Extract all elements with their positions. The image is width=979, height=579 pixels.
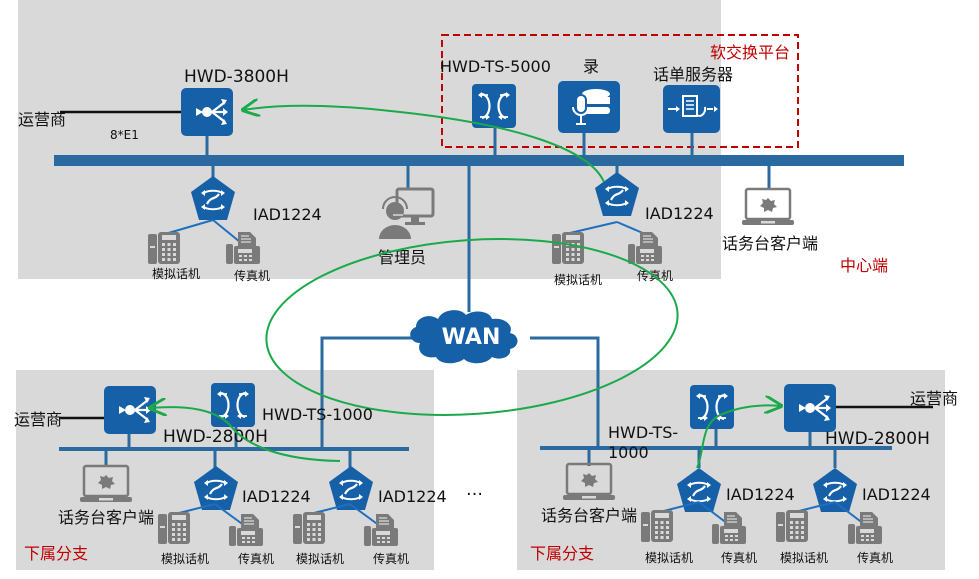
admin-label: 管理员 xyxy=(378,248,426,267)
analog-phone-icon[interactable] xyxy=(552,232,584,264)
wan-label: WAN xyxy=(442,325,501,350)
branch-right-zone-label: 下属分支 xyxy=(530,544,594,563)
softswitch-platform-box xyxy=(441,34,799,148)
voice-gateway-icon[interactable] xyxy=(179,86,235,138)
recording-server-icon[interactable] xyxy=(558,81,620,133)
branch-right-console-label: 话务台客户端 xyxy=(541,506,637,525)
analog-phone-icon[interactable] xyxy=(148,232,180,264)
softswitch-icon[interactable] xyxy=(209,381,257,429)
center-bus-links xyxy=(205,120,771,312)
branch-left-lan-bus xyxy=(59,447,409,451)
branch-left-iad-1-model: IAD1224 xyxy=(242,487,311,506)
branch-right-call-flow-arrow xyxy=(696,405,781,469)
center-iad-1-phone-label: 模拟话机 xyxy=(152,267,200,281)
branch-left-iad-2-model: IAD1224 xyxy=(378,487,447,506)
center-iad-2-fax-label: 传真机 xyxy=(637,268,673,283)
branch-right-iad-2-phone-label: 模拟话机 xyxy=(780,551,828,565)
more-branches-ellipsis: … xyxy=(466,480,483,500)
center-carrier-label: 运营商 xyxy=(18,110,66,129)
branch-left-iad-2-phone-label: 模拟话机 xyxy=(296,552,344,566)
laptop-icon[interactable] xyxy=(740,187,796,227)
branch-right-lan-bus xyxy=(540,446,892,450)
branch-left-iad-1-fax-label: 传真机 xyxy=(238,551,274,566)
branch-right-iad-1-model: IAD1224 xyxy=(726,485,795,504)
analog-phone-icon[interactable] xyxy=(158,512,190,544)
branch-right-carrier-label: 运营商 xyxy=(910,389,958,408)
analog-phone-icon[interactable] xyxy=(776,510,808,542)
softswitch-icon[interactable] xyxy=(470,82,518,130)
branch-left-softswitch-model: HWD-TS-1000 xyxy=(262,405,373,424)
branch-left-carrier-label: 运营商 xyxy=(14,410,62,429)
center-softswitch-model: HWD-TS-5000 xyxy=(440,57,551,76)
cdr-server-label: 话单服务器 xyxy=(653,65,733,84)
branch-right-gateway-model: HWD-2800H xyxy=(825,429,930,449)
center-lan-bus xyxy=(54,155,904,166)
wan-links xyxy=(320,336,600,447)
softswitch-platform-label: 软交换平台 xyxy=(710,43,790,62)
center-zone xyxy=(18,0,721,279)
center-gateway-model: HWD-3800H xyxy=(184,67,289,87)
branch-right-softswitch-model-line1: HWD-TS- xyxy=(608,423,678,442)
branch-right-iad-2-model: IAD1224 xyxy=(862,485,931,504)
branch-left-iad-2-fax-label: 传真机 xyxy=(373,551,409,566)
center-call-flow-arrow xyxy=(243,106,605,183)
branch-left-iad-1-phone-label: 模拟话机 xyxy=(161,552,209,566)
branch-right-iad-1-fax-label: 传真机 xyxy=(721,550,757,565)
center-console-label: 话务台客户端 xyxy=(722,234,818,253)
branch-right-iad-2-fax-label: 传真机 xyxy=(857,550,893,565)
recorder-label: 录 xyxy=(583,57,599,76)
center-iad-1-fax-label: 传真机 xyxy=(234,268,270,283)
cloud-icon[interactable] xyxy=(410,310,518,364)
analog-phone-icon[interactable] xyxy=(641,510,673,542)
center-iad-2-phone-label: 模拟话机 xyxy=(554,273,602,287)
center-zone-label: 中心端 xyxy=(840,256,888,275)
branch-left-zone-label: 下属分支 xyxy=(24,544,88,563)
inter-site-call-path xyxy=(265,238,679,416)
admin-operator-icon[interactable] xyxy=(379,187,435,239)
branch-left-call-flow-arrow xyxy=(150,407,341,462)
voice-gateway-icon[interactable] xyxy=(102,384,158,436)
branch-left-gateway-model: HWD-2800H xyxy=(163,427,268,447)
voice-gateway-icon[interactable] xyxy=(782,382,838,434)
center-iad-1-model: IAD1224 xyxy=(253,205,322,224)
center-iad-1-links xyxy=(164,219,241,243)
analog-phone-icon[interactable] xyxy=(293,512,325,544)
center-iad-2-model: IAD1224 xyxy=(645,204,714,223)
branch-left-console-label: 话务台客户端 xyxy=(58,508,154,527)
branch-right-softswitch-model-line2: 1000 xyxy=(608,443,649,462)
cdr-server-icon[interactable] xyxy=(663,85,720,133)
branch-right-iad-1-phone-label: 模拟话机 xyxy=(645,551,693,565)
trunk-label: 8*E1 xyxy=(110,128,139,142)
